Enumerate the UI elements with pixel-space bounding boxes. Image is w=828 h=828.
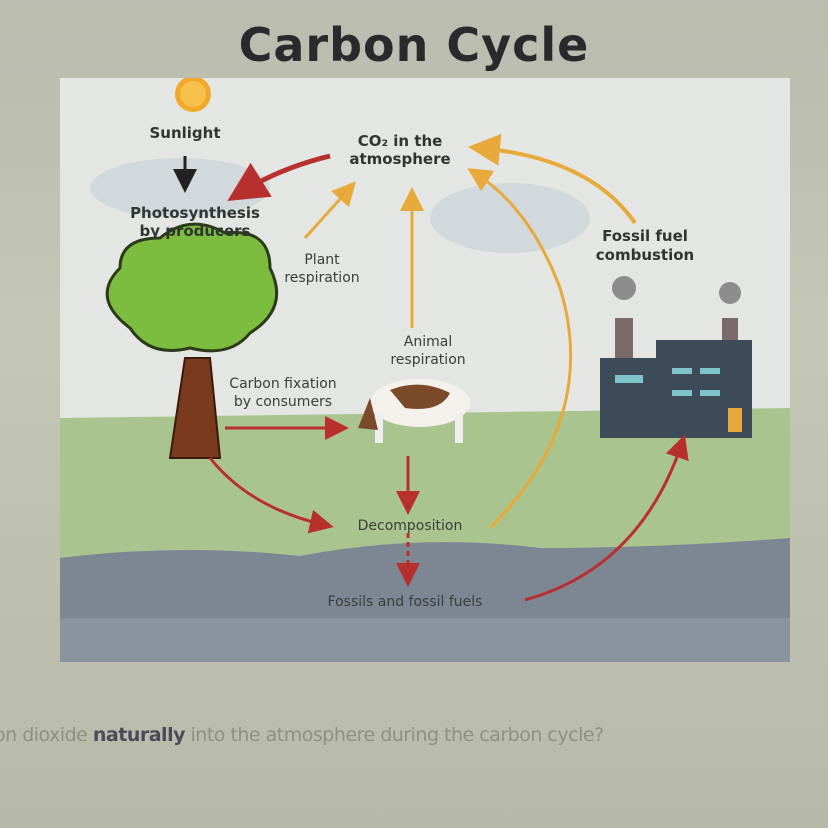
combustion-arrow	[468, 133, 637, 225]
label-co2-line2: atmosphere	[349, 150, 450, 168]
question-suffix: into the atmosphere during the carbon cy…	[184, 724, 605, 746]
label-fossils: Fossils and fossil fuels	[328, 594, 483, 610]
sun-icon	[175, 78, 211, 112]
question-emphasis: naturally	[92, 724, 186, 746]
label-fixation-line1: Carbon fixation	[229, 376, 336, 392]
label-plant-line1: Plant	[304, 252, 340, 268]
photosynthesis-arrow	[227, 153, 331, 201]
cow-icon	[358, 379, 470, 443]
question-text: on dioxide naturally into the atmosphere…	[0, 724, 604, 746]
label-combustion-line2: combustion	[596, 246, 694, 264]
label-combustion-line1: Fossil fuel	[602, 227, 688, 245]
label-photosynthesis-line2: by producers	[140, 222, 251, 240]
fossils-to-combustion-arrow	[524, 434, 689, 602]
factory-icon	[600, 276, 752, 438]
decomposition-to-atmosphere-arrow	[467, 168, 573, 530]
question-prefix: on dioxide	[0, 724, 93, 746]
label-animal-line2: respiration	[390, 352, 465, 368]
diagram-title: Carbon Cycle	[238, 18, 590, 72]
cloud	[430, 183, 590, 253]
label-photosynthesis-line1: Photosynthesis	[130, 204, 260, 222]
label-plant-line2: respiration	[284, 270, 359, 286]
label-fixation-line2: by consumers	[234, 394, 332, 410]
label-decomposition: Decomposition	[358, 518, 463, 534]
tree-icon	[105, 222, 279, 459]
label-animal-line1: Animal	[404, 334, 452, 350]
plant-respiration-arrow	[303, 181, 357, 240]
tree-to-decomposition-arrow	[208, 457, 334, 534]
label-sunlight: Sunlight	[149, 124, 220, 142]
carbon-cycle-diagram: Sunlight CO₂ in the atmosphere Photosynt…	[60, 78, 790, 662]
underground-base	[60, 618, 790, 662]
label-co2-line1: CO₂ in the	[358, 132, 443, 150]
